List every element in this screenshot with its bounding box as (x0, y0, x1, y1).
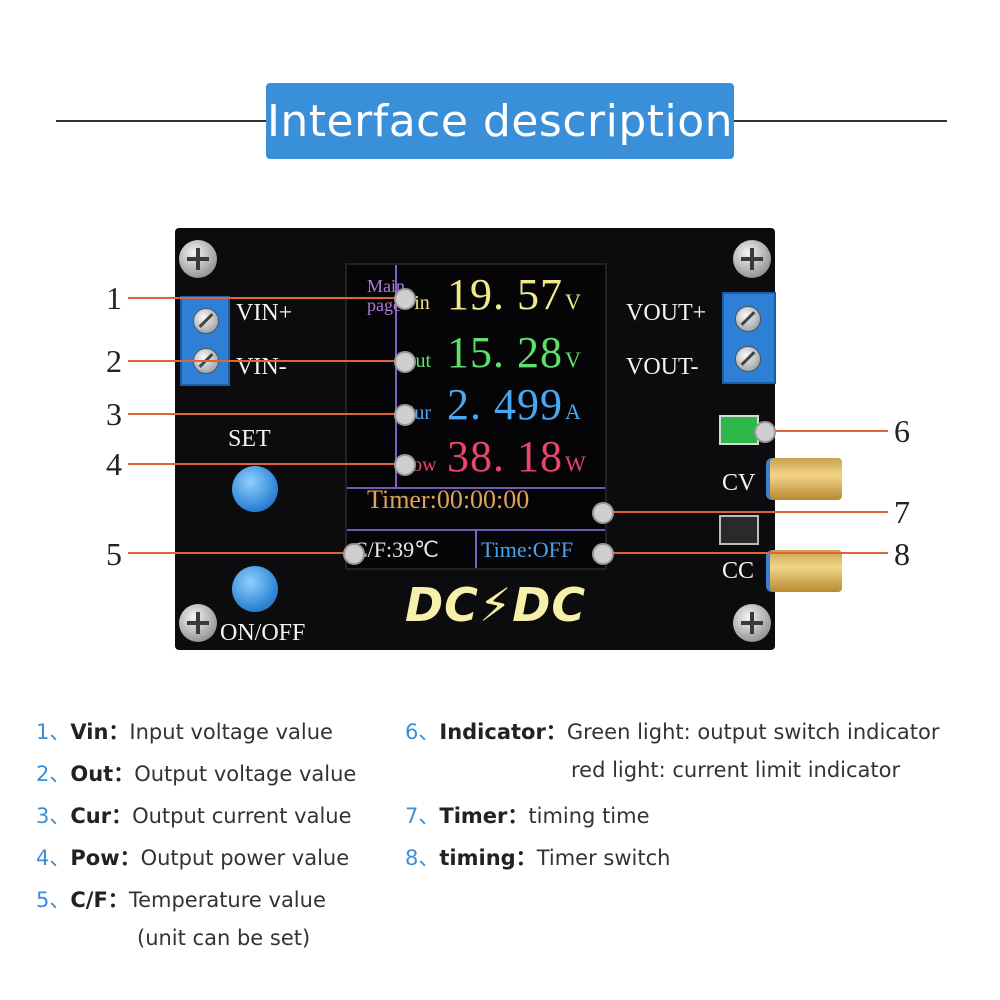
cur-unit: A (565, 399, 581, 424)
legend-item: 8、timing：Timer switch (405, 846, 671, 870)
vin-value: 19. 57 (447, 270, 563, 319)
page-label: Main page (367, 276, 405, 315)
screen-divider (475, 529, 477, 568)
onoff-label: ON/OFF (220, 620, 306, 646)
legend-item-continued: red light: current limit indicator (571, 758, 901, 782)
cv-potentiometer[interactable] (770, 458, 842, 500)
out-unit: V (565, 347, 581, 372)
cc-label: CC (722, 558, 755, 584)
cv-label: CV (722, 470, 756, 496)
time-switch-readout: Time:OFF (481, 537, 574, 562)
pow-value: 38. 18 (447, 432, 563, 481)
screw-icon (733, 240, 771, 278)
page-title: Interface description (266, 95, 734, 147)
legend-item-continued: (unit can be set) (137, 926, 311, 950)
callout-dot (592, 502, 614, 524)
title-rule-right (733, 120, 947, 122)
callout-line (600, 511, 888, 513)
title-rule-left (56, 120, 268, 122)
title-banner: Interface description (266, 83, 734, 159)
callout-line (600, 552, 888, 554)
callout-dot (394, 288, 416, 310)
terminal-screw-icon (735, 306, 761, 332)
callout-number: 3 (106, 396, 122, 432)
legend-item: 6、Indicator：Green light: output switch i… (405, 720, 940, 744)
onoff-button[interactable] (232, 566, 278, 612)
legend-item: 4、Pow：Output power value (36, 846, 350, 870)
cur-value: 2. 499 (447, 380, 563, 429)
screw-icon (179, 604, 217, 642)
out-value: 15. 28 (447, 328, 563, 377)
callout-dot (394, 404, 416, 426)
cur-row: Cur 2. 499 A (401, 379, 581, 430)
callout-number: 1 (106, 280, 122, 316)
input-terminal (180, 296, 230, 386)
callout-line (128, 297, 404, 299)
screen-divider (347, 487, 605, 489)
callout-number: 5 (106, 536, 122, 572)
callout-line (128, 413, 404, 415)
vin-unit: V (565, 289, 581, 314)
vin-minus-label: VIN- (236, 354, 287, 380)
terminal-screw-icon (735, 346, 761, 372)
vout-plus-label: VOUT+ (626, 300, 707, 326)
callout-dot (754, 421, 776, 443)
callout-number: 8 (894, 536, 910, 572)
callout-dot (394, 454, 416, 476)
callout-dot (343, 543, 365, 565)
callout-line (128, 552, 350, 554)
terminal-screw-icon (193, 308, 219, 334)
vin-row: Vin 19. 57 V (401, 269, 581, 320)
callout-line (128, 360, 404, 362)
dc-dc-logo: DC⚡DC (405, 578, 587, 632)
callout-number: 2 (106, 343, 122, 379)
callout-dot (394, 351, 416, 373)
current-limit-led-icon (719, 515, 759, 545)
vin-plus-label: VIN+ (236, 300, 293, 326)
set-button[interactable] (232, 466, 278, 512)
legend-item: 7、Timer：timing time (405, 804, 650, 828)
screw-icon (733, 604, 771, 642)
timer-readout: Timer:00:00:00 (367, 485, 530, 514)
legend-item: 5、C/F：Temperature value (36, 888, 326, 912)
legend-item: 1、Vin：Input voltage value (36, 720, 333, 744)
out-row: Out 15. 28 V (401, 327, 581, 378)
callout-number: 6 (894, 413, 910, 449)
legend-item: 2、Out：Output voltage value (36, 762, 357, 786)
legend-item: 3、Cur：Output current value (36, 804, 352, 828)
callout-line (128, 463, 404, 465)
cc-potentiometer[interactable] (770, 550, 842, 592)
temperature-readout: C/F:39℃ (353, 537, 439, 562)
screw-icon (179, 240, 217, 278)
vout-minus-label: VOUT- (626, 354, 699, 380)
screen-divider (395, 265, 397, 487)
callout-number: 4 (106, 446, 122, 482)
pow-row: Pow 38. 18 W (401, 431, 586, 482)
callout-line (760, 430, 888, 432)
set-label: SET (228, 426, 271, 452)
pow-unit: W (565, 451, 586, 476)
output-led-icon (719, 415, 759, 445)
output-terminal (722, 292, 776, 384)
callout-number: 7 (894, 494, 910, 530)
callout-dot (592, 543, 614, 565)
lcd-screen: Main page Vin 19. 57 V Out 15. 28 V Cur … (345, 263, 607, 570)
